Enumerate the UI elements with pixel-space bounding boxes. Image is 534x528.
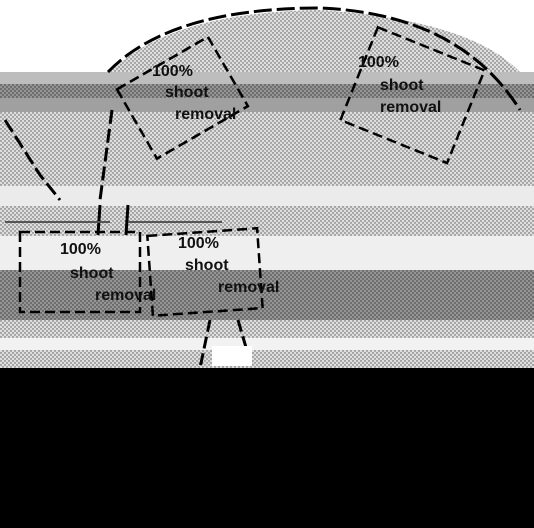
label-removal: removal [175,106,236,123]
label-removal: removal [218,279,279,296]
label-removal: removal [380,99,441,116]
trunk-segment [96,204,102,236]
removal-box-top-left [115,35,250,161]
band [0,186,534,206]
trunk-segment [124,204,130,236]
label-mid-right: 100% shoot removal [178,235,279,296]
band [0,84,534,98]
label-percent: 100% [152,63,193,80]
branch-line-center [98,109,114,201]
label-shoot: shoot [165,84,209,101]
label-shoot: shoot [185,257,229,274]
removal-box-mid-left [18,230,142,314]
label-percent: 100% [60,241,101,258]
label-shoot: shoot [70,265,114,282]
band [0,236,534,270]
label-removal: removal [95,287,156,304]
removal-box-mid-right [146,226,264,318]
label-shoot: shoot [380,77,424,94]
trunk-left [198,319,212,369]
label-top-left: 100% shoot removal [152,63,236,123]
band [0,338,534,350]
label-mid-left: 100% shoot removal [60,241,156,304]
canopy-outline [106,6,522,111]
label-percent: 100% [178,235,219,252]
band [0,72,534,84]
trunk-gap [212,346,252,366]
branch-line-left [3,119,62,201]
sky-area [0,0,534,72]
label-top-right: 100% shoot removal [358,54,441,116]
band [0,270,534,320]
band [0,98,534,112]
label-percent: 100% [358,54,399,71]
